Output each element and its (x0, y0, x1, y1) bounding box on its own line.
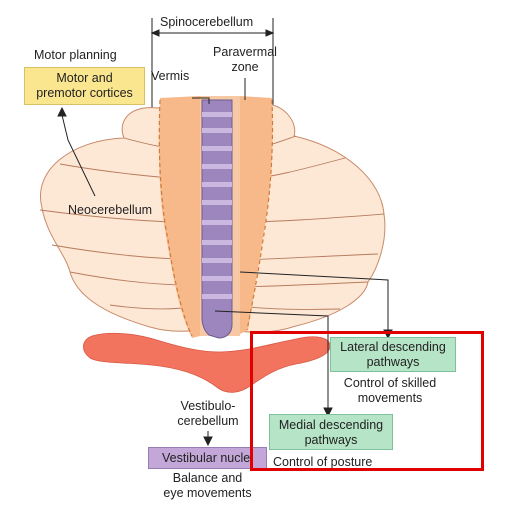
motor-cortices-box: Motor and premotor cortices (24, 67, 145, 105)
connector-lines (57, 78, 393, 447)
balance-line-1: Balance and (172, 471, 243, 485)
medial-pathways-box: Medial descending pathways (269, 414, 393, 450)
paravermal-zone-line-1: Paravermal (213, 45, 277, 59)
control-skilled-label: Control of skilled movements (325, 376, 455, 406)
balance-line-2: eye movements (163, 486, 252, 500)
vermis-stripes (202, 112, 232, 299)
motor-cortices-line-2: premotor cortices (36, 86, 133, 100)
vestibular-nuclei-box: Vestibular nuclei (148, 447, 267, 469)
spinocerebellum-bracket (150, 18, 275, 113)
control-skilled-line-2: movements (357, 391, 423, 405)
paravermal-boundary-right (246, 99, 274, 331)
paravermal-boundary-left (158, 99, 193, 337)
spinocerebellum-label: Spinocerebellum (160, 15, 254, 29)
lateral-pathways-line-2: pathways (366, 355, 420, 369)
motor-cortices-line-1: Motor and (56, 71, 113, 85)
control-posture-label: Control of posture (273, 455, 373, 469)
paravermal-zone-label: Paravermal zone (195, 45, 295, 75)
medial-pathways-line-2: pathways (304, 433, 358, 447)
vestibulocerebellum-line-1: Vestibulo- (180, 399, 236, 413)
motor-planning-label: Motor planning (34, 48, 117, 62)
balance-label: Balance and eye movements (145, 471, 270, 501)
vermis (201, 99, 233, 339)
vermis-label: Vermis (151, 69, 190, 83)
vestibulocerebellum-line-2: cerebellum (177, 414, 239, 428)
vestibulocerebellum-label: Vestibulo- cerebellum (163, 399, 253, 429)
flocculonodular-lobe (83, 332, 331, 393)
paravermal-zone (158, 96, 273, 338)
lateral-pathways-line-1: Lateral descending (340, 340, 446, 354)
highlight-rectangle (250, 331, 484, 471)
neocerebellum-label: Neocerebellum (68, 203, 153, 217)
paravermal-zone-line-2: zone (231, 60, 259, 74)
lateral-pathways-box: Lateral descending pathways (330, 337, 456, 372)
control-skilled-line-1: Control of skilled (343, 376, 437, 390)
medial-pathways-line-1: Medial descending (278, 418, 384, 432)
